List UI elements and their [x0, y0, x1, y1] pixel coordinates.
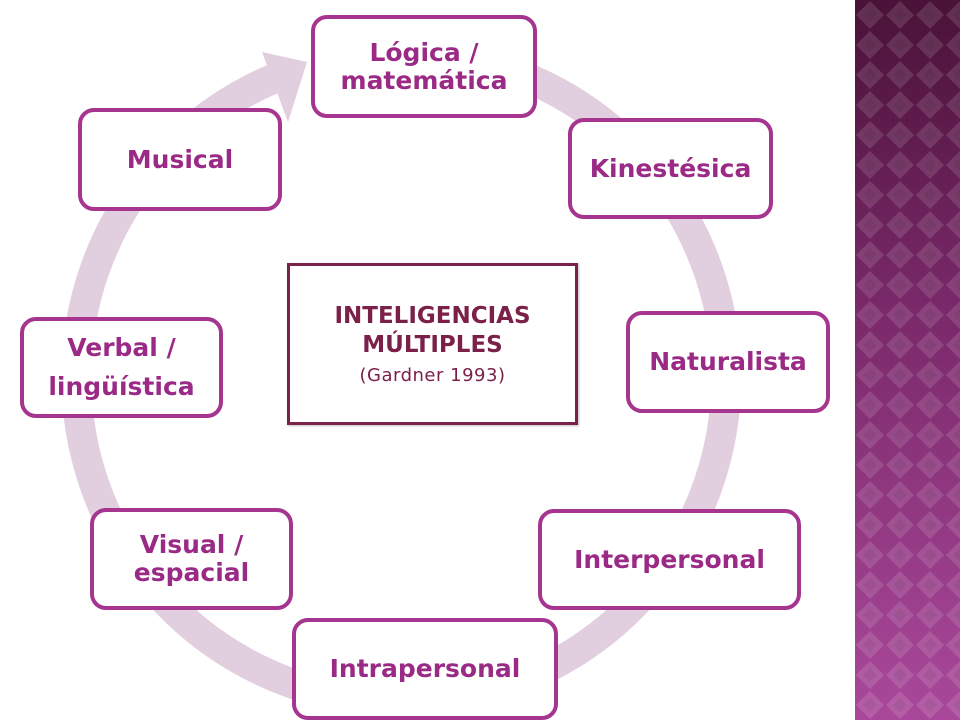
cycle-arrowhead-icon — [262, 52, 307, 122]
node-intrapersonal: Intrapersonal — [292, 618, 558, 720]
node-interpersonal: Interpersonal — [538, 509, 801, 610]
node-musical: Musical — [78, 108, 282, 211]
node-visual-espacial: Visual /espacial — [90, 508, 293, 610]
node-kinestesica: Kinestésica — [568, 118, 773, 219]
node-logica-matematica: Lógica /matemática — [311, 15, 537, 118]
center-title-line2: MÚLTIPLES — [362, 331, 503, 358]
center-box: INTELIGENCIAS MÚLTIPLES (Gardner 1993) — [287, 263, 578, 425]
node-verbal-linguistica: Verbal /lingüística — [20, 317, 223, 418]
center-title-line1: INTELIGENCIAS — [334, 303, 531, 330]
node-naturalista: Naturalista — [626, 311, 830, 413]
center-subtitle: (Gardner 1993) — [359, 364, 506, 386]
decorative-side-panel — [855, 0, 960, 720]
